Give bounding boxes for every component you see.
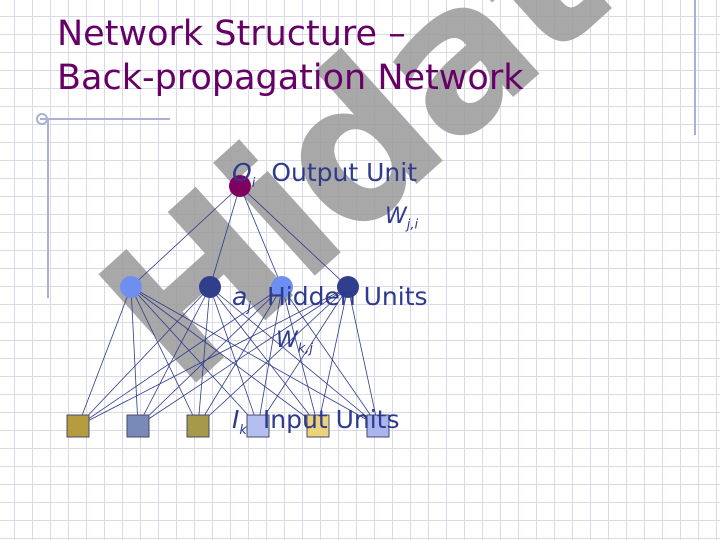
hidden-input-connection bbox=[137, 286, 349, 427]
title-line-2: Back-propagation Network bbox=[57, 58, 524, 98]
input-node bbox=[66, 414, 90, 438]
input-node bbox=[366, 414, 390, 438]
slide-title: Network Structure – Back-propagation Net… bbox=[57, 12, 523, 100]
hidden-input-connection bbox=[77, 286, 349, 427]
hidden-input-connection bbox=[130, 286, 259, 427]
hidden-input-connection bbox=[209, 286, 319, 427]
input-symbol: Ik bbox=[232, 405, 247, 438]
hidden-symbol: aj bbox=[232, 282, 251, 315]
hidden-input-connection bbox=[130, 286, 139, 427]
hidden-input-connection bbox=[77, 286, 283, 427]
hidden-input-connection bbox=[197, 286, 349, 427]
hidden-input-connection bbox=[130, 286, 319, 427]
decor-line bbox=[694, 0, 696, 135]
input-node bbox=[126, 414, 150, 438]
hidden-input-connection bbox=[317, 286, 349, 427]
hidden-input-connection bbox=[209, 286, 259, 427]
decor-line bbox=[40, 118, 170, 120]
hidden-input-connection bbox=[197, 286, 283, 427]
hidden-input-connection bbox=[257, 286, 283, 427]
hidden-node bbox=[199, 276, 221, 298]
output-symbol: Oi bbox=[232, 158, 256, 191]
hidden-input-connection bbox=[130, 286, 379, 427]
output-unit-text: Output Unit bbox=[271, 158, 417, 187]
output-node bbox=[229, 175, 251, 197]
decor-circle bbox=[36, 113, 48, 125]
hidden-input-connection bbox=[209, 286, 379, 427]
hidden-input-connection bbox=[137, 286, 283, 427]
connections bbox=[77, 185, 379, 427]
hidden-input-connection bbox=[77, 286, 211, 427]
hidden-input-connection bbox=[130, 286, 199, 427]
hidden-input-connection bbox=[137, 286, 211, 427]
input-node bbox=[186, 414, 210, 438]
output-hidden-connection bbox=[130, 185, 241, 288]
output-weights-label: Wj,i bbox=[385, 204, 419, 233]
title-line-1: Network Structure – bbox=[57, 14, 406, 54]
hidden-node bbox=[337, 276, 359, 298]
output-hidden-connection bbox=[239, 185, 349, 288]
input-node bbox=[306, 414, 330, 438]
hidden-input-connection bbox=[257, 286, 349, 427]
hidden-input-connection bbox=[77, 286, 132, 427]
hidden-input-connection bbox=[347, 286, 379, 427]
output-hidden-connection bbox=[239, 185, 283, 288]
input-node bbox=[246, 414, 270, 438]
hidden-weights-label: Wk,j bbox=[276, 328, 314, 357]
output-unit-label: Oi Output Unit bbox=[232, 158, 417, 191]
decor-line bbox=[47, 118, 49, 298]
hidden-units-text: Hidden Units bbox=[266, 282, 428, 311]
input-units-text: Input Units bbox=[262, 405, 400, 434]
nodes bbox=[66, 175, 390, 438]
input-units-label: Ik Input Units bbox=[232, 405, 400, 438]
hidden-input-connection bbox=[281, 286, 379, 427]
hidden-input-connection bbox=[281, 286, 319, 427]
hidden-node bbox=[120, 276, 142, 298]
output-hidden-connection bbox=[209, 185, 241, 288]
hidden-units-label: aj Hidden Units bbox=[232, 282, 428, 315]
hidden-input-connection bbox=[197, 286, 211, 427]
hidden-node bbox=[271, 276, 293, 298]
